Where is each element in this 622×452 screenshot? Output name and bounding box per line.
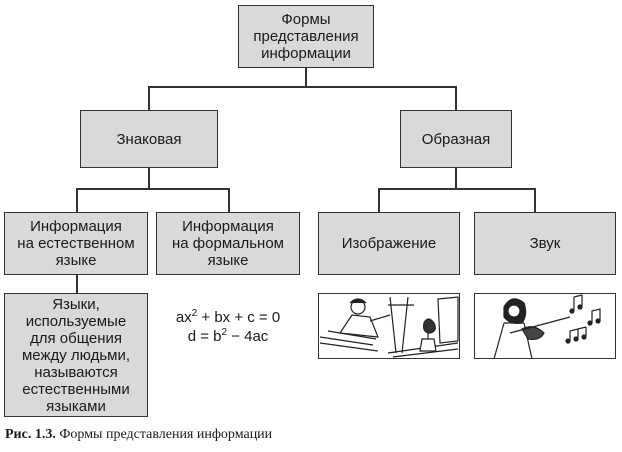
connector-line [228,188,230,212]
figure-caption-text: Формы представления информации [59,427,273,442]
image-form-node: Образная [400,110,512,168]
sound-node: Звук [474,212,616,275]
formula-block: ax2 + bx + c = 0 d = b2 − 4ac [158,294,298,360]
image-node: Изображение [318,212,460,275]
connector-line [378,188,536,190]
image-form-label: Образная [421,130,491,148]
violinist-illustration [493,294,601,359]
natural-language-node: Информация на естественном языке [4,212,148,275]
connector-line [76,188,78,212]
figure-caption: Рис. 1.3. Формы представления информации [5,427,272,443]
sign-form-label: Знаковая [116,130,182,148]
connector-line [455,86,457,110]
natural-language-label: Информация на естественном языке [17,218,135,269]
connector-line [148,86,457,88]
connector-line [305,68,307,86]
connector-line [455,168,457,190]
painter-illustration-frame [318,293,460,359]
connector-line [534,188,536,212]
connector-line [76,188,230,190]
sound-node-label: Звук [529,235,561,252]
painter-illustration [319,296,459,358]
natural-language-description: Языки, используемые для общения между лю… [4,293,148,417]
image-node-label: Изображение [341,235,437,252]
discriminant-formula: d = b2 − 4ac [187,327,269,346]
figure-number: Рис. 1.3. [5,427,56,442]
natural-language-description-text: Языки, используемые для общения между лю… [21,295,131,415]
connector-line [378,188,380,212]
connector-line [76,275,78,293]
connector-line [148,168,150,190]
quadratic-equation: ax2 + bx + c = 0 [175,308,281,327]
root-node: Формы представления информации [238,5,374,68]
connector-line [148,86,150,110]
root-node-label: Формы представления информации [253,11,359,62]
formal-language-label: Информация на формальном языке [172,218,284,269]
formal-language-node: Информация на формальном языке [156,212,300,275]
sign-form-node: Знаковая [80,110,218,168]
